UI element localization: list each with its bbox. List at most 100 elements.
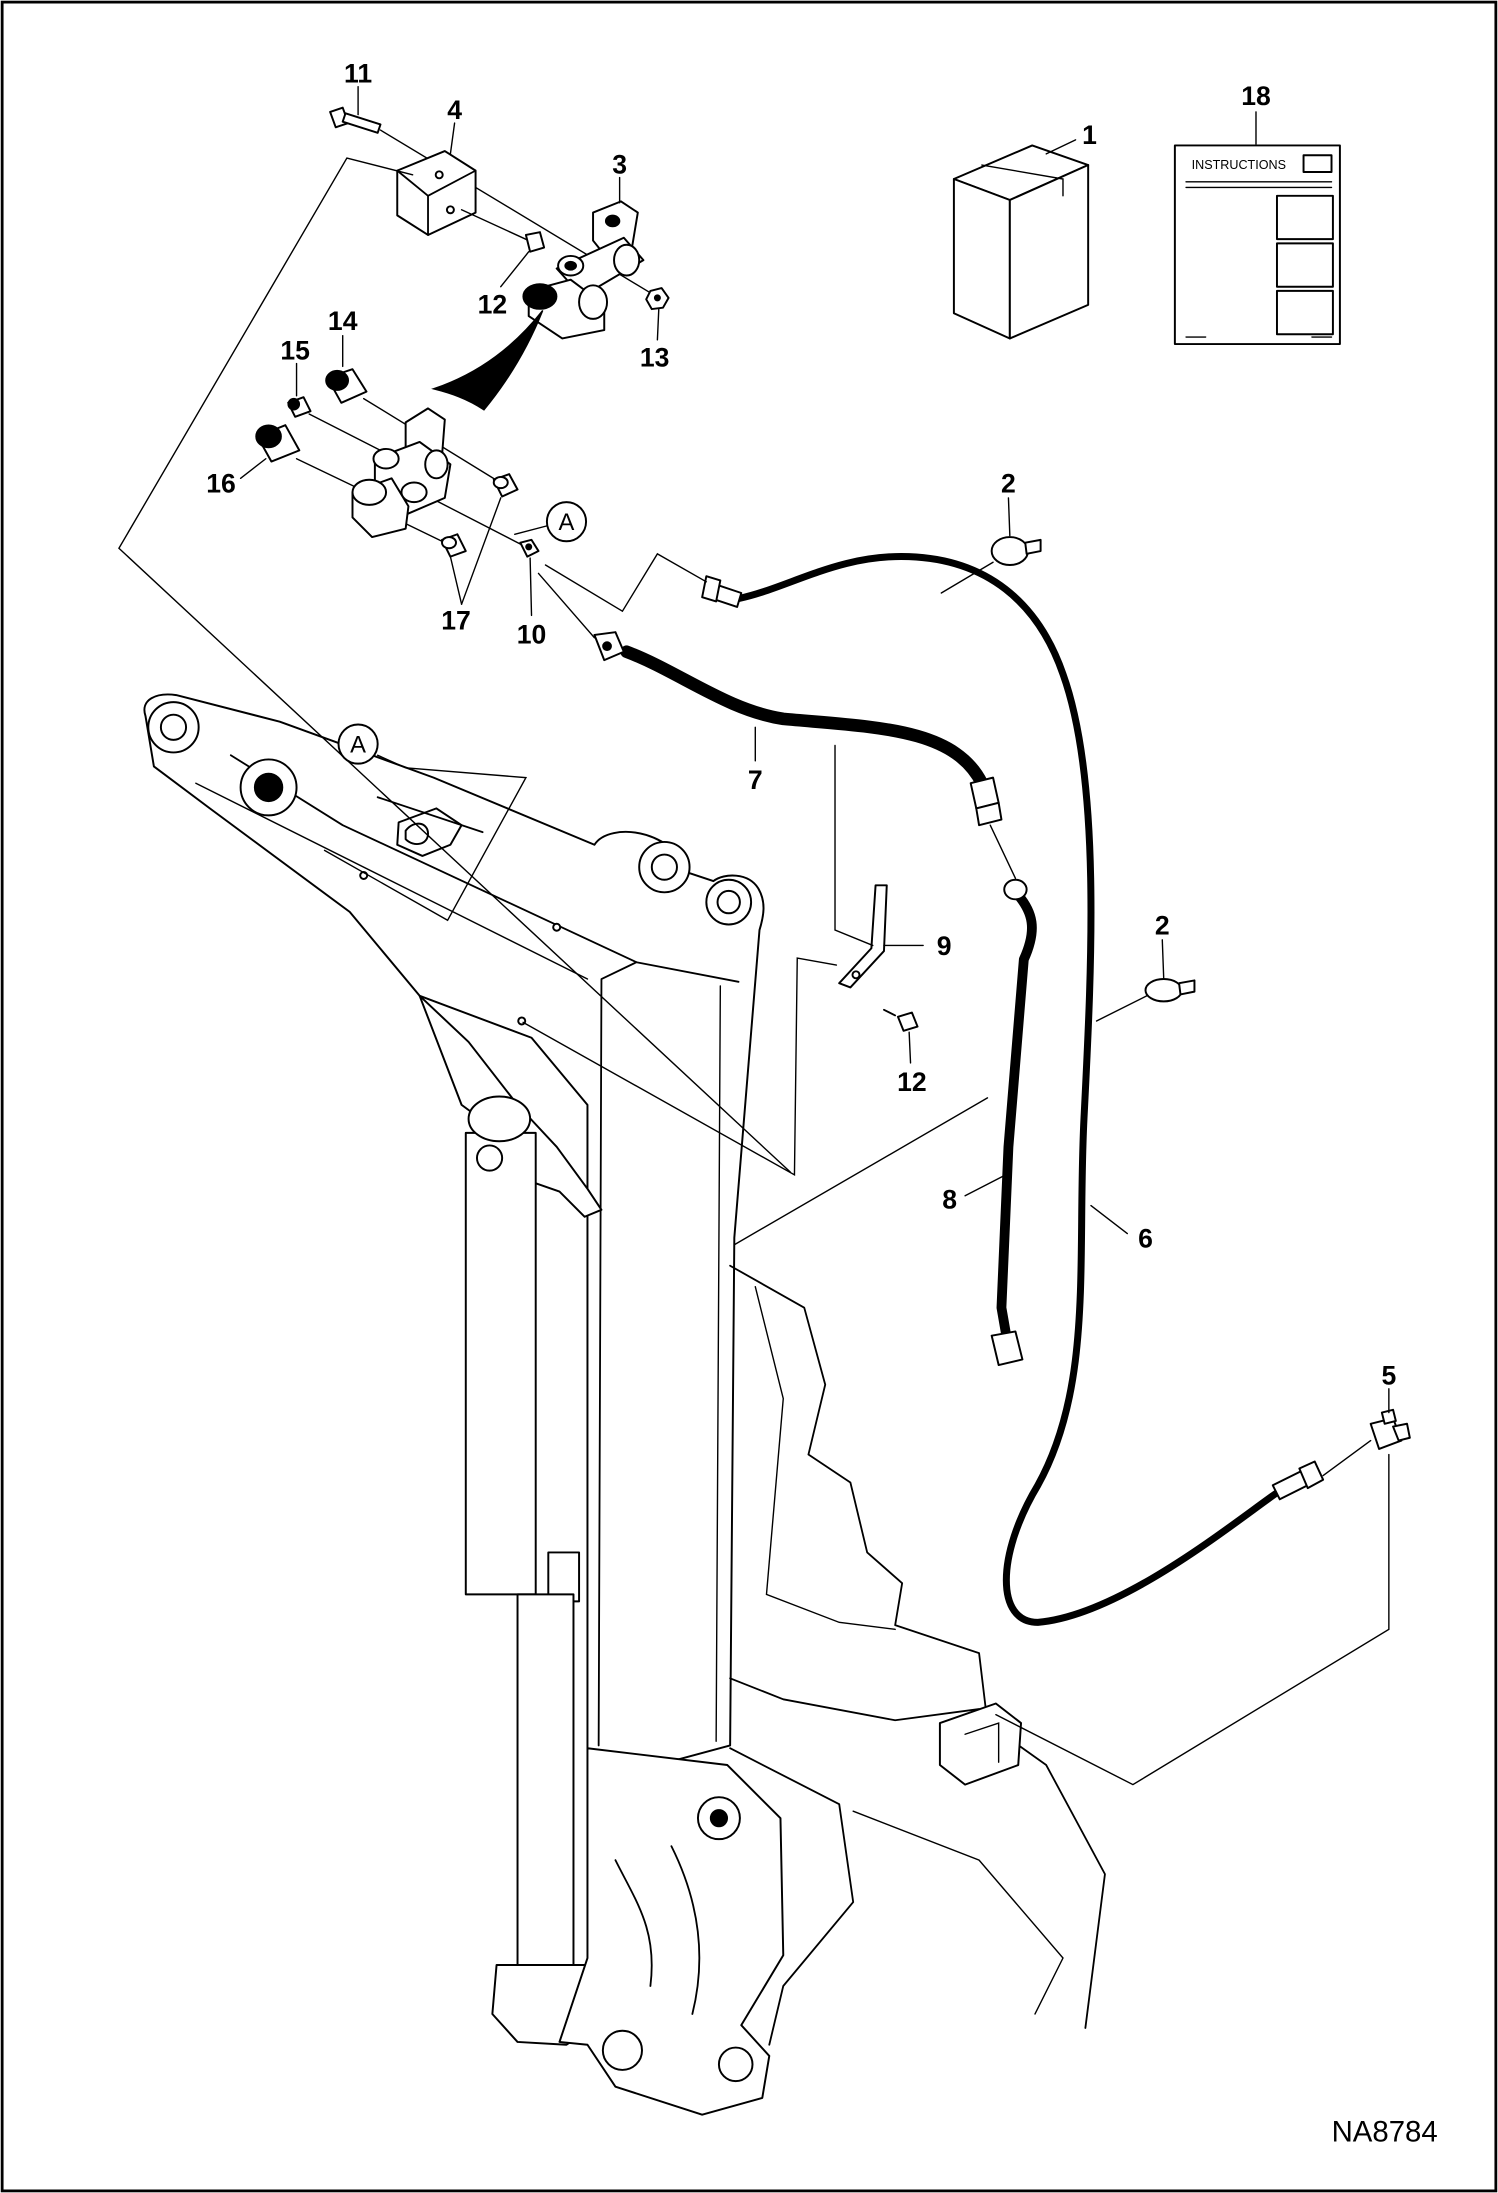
direction-arrow <box>431 310 544 411</box>
leader-hose-7-to-bracket-9 <box>834 744 874 947</box>
callout-3: 3 <box>612 149 627 179</box>
hose-6 <box>735 553 1280 1626</box>
sheet-figure-1 <box>1275 194 1334 241</box>
clamp-tab-upper <box>1024 538 1042 555</box>
bolt-12-upper <box>460 209 546 253</box>
swing-pin-lower <box>601 2029 643 2071</box>
nut-13 <box>645 287 670 311</box>
box-side <box>1008 164 1090 340</box>
leader-2-upper <box>1007 497 1011 537</box>
bracket-9-plate <box>838 884 888 989</box>
leader-fitting-5 <box>995 1453 1390 1786</box>
base-mount-detail <box>964 1722 1000 1763</box>
callout-12-lower: 12 <box>897 1067 927 1097</box>
fitting-15-face <box>287 397 301 411</box>
callout-labels: 11 4 3 12 13 14 15 16 17 10 1 18 2 7 9 1… <box>206 59 1396 1391</box>
leader-8 <box>964 1174 1007 1197</box>
valve-3-port-top <box>604 214 621 228</box>
tube-8 <box>990 878 1037 1367</box>
bracket-9 <box>838 884 888 989</box>
callout-9: 9 <box>937 931 952 961</box>
boom-cylinder <box>418 994 603 2046</box>
leader-block-to-hose-7 <box>537 572 596 639</box>
detail-mark-circle-upper <box>545 501 588 543</box>
leader-clamp-upper <box>940 561 994 594</box>
cylinder-top-eye <box>467 1095 532 1143</box>
leader-block-to-hose-6 <box>544 552 708 613</box>
cylinder-barrel <box>464 1131 537 1596</box>
fitting-15 <box>287 396 312 418</box>
hose-6-nut-upper <box>701 575 722 603</box>
block-port-3 <box>400 481 428 504</box>
fitting-16 <box>255 424 301 463</box>
boom-inner-line <box>195 782 589 980</box>
detail-mark-a-lower: A <box>337 723 379 765</box>
block-port-2 <box>424 449 449 480</box>
hose-7-nut-hole <box>602 641 612 652</box>
hose-7-nut-lower <box>975 801 1003 827</box>
hose-6-fitting-lower <box>1271 1460 1325 1501</box>
bolt-12-upper-axis <box>460 209 530 242</box>
swing-hoses <box>614 1845 701 2015</box>
bolt-11 <box>329 106 382 134</box>
bracket-9-hole <box>851 970 861 980</box>
base-frame-lower <box>729 1747 855 2046</box>
explode-envelope-left <box>118 157 791 1173</box>
detail-mark-label-upper: A <box>559 509 575 536</box>
leader-tube-8-to-boom <box>733 1097 989 1246</box>
block-spool-end <box>351 478 388 506</box>
base-frame-line <box>729 1677 980 1722</box>
callout-4: 4 <box>447 95 462 125</box>
detail-a-line <box>376 796 484 834</box>
boom-face-line <box>597 961 638 1747</box>
hose-7-fittings <box>593 631 1003 827</box>
leader-12-upper <box>500 251 530 288</box>
base-mount <box>938 1702 1023 1786</box>
bracket-4-hole-2 <box>445 205 455 215</box>
callout-leaders <box>239 86 1390 1414</box>
tube-8-bottom-nut <box>990 1330 1024 1367</box>
valve-3-port-right <box>613 243 641 277</box>
valve-3-port-mid-hole <box>564 260 577 271</box>
swing-frame-outline <box>729 1264 1106 2029</box>
leader-17-a <box>449 555 463 605</box>
box-front <box>952 178 1011 340</box>
kit-box-1 <box>952 144 1090 340</box>
tube-8-body-inner <box>998 892 1035 1343</box>
callout-2-upper: 2 <box>1001 468 1016 498</box>
detail-a-clip <box>404 822 430 846</box>
leader-6 <box>1090 1204 1129 1235</box>
instruction-sheet-18: INSTRUCTIONS <box>1173 144 1341 346</box>
valve-3-spool-end <box>522 283 558 310</box>
detail-a-frame <box>323 754 528 922</box>
leader-17-b <box>460 497 502 605</box>
leader-fitting-5-hose <box>1322 1439 1372 1477</box>
callout-1: 1 <box>1082 120 1097 150</box>
bracket-4-plate <box>396 150 477 236</box>
leader-a-upper <box>514 525 548 535</box>
arm-pin-hole <box>159 713 188 741</box>
leader-4 <box>449 122 456 155</box>
leader-1 <box>1045 139 1077 155</box>
axis-nut-10 <box>427 495 524 547</box>
swing-frame-inner <box>754 1286 896 1631</box>
swing-pin-upper-hole <box>709 1809 729 1828</box>
detail-mark-a-upper: A <box>545 501 588 543</box>
sheet-title: INSTRUCTIONS <box>1192 158 1286 172</box>
nut-17-upper-face <box>492 475 509 490</box>
callout-17: 17 <box>441 605 471 635</box>
hose-6-fitting-upper <box>701 575 743 608</box>
nut-17-lower <box>441 533 467 558</box>
bracket-4-flange <box>396 169 477 236</box>
fitting-14-face <box>325 369 350 391</box>
nut-10-hole <box>525 543 533 551</box>
callout-18: 18 <box>1241 81 1271 111</box>
leader-13 <box>656 308 660 341</box>
boom-edge-right <box>715 985 722 1742</box>
cylinder-top-pin <box>475 1144 504 1172</box>
callout-7: 7 <box>748 765 763 795</box>
nut-10 <box>519 538 540 558</box>
valve-3 <box>522 200 645 340</box>
